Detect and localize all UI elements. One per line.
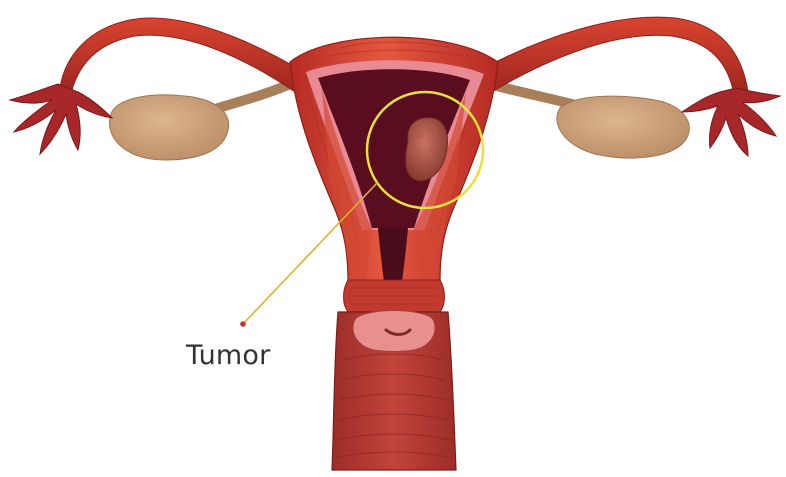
right-fimbriae bbox=[682, 88, 780, 156]
leader-dot bbox=[240, 321, 246, 327]
left-ovary bbox=[110, 95, 229, 160]
left-fallopian-tube bbox=[60, 18, 300, 92]
tumor-label: Tumor bbox=[186, 340, 270, 371]
cervix bbox=[353, 311, 435, 352]
left-fimbriae bbox=[10, 84, 112, 154]
right-ovary bbox=[557, 96, 689, 158]
right-fallopian-tube bbox=[480, 17, 748, 94]
